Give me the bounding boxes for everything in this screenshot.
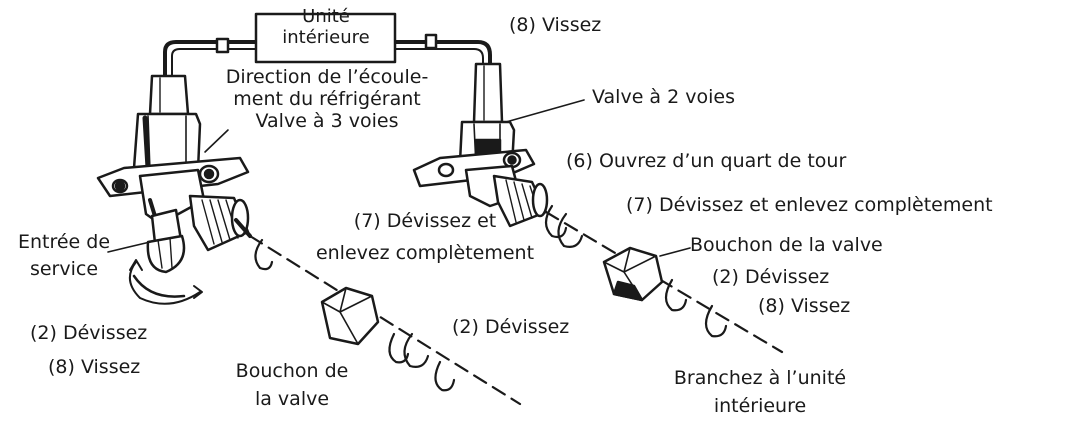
service-port-line-1: Entrée de <box>17 231 111 253</box>
unscrew-remove-left-label: (7) Dévissez et enlevez complètement <box>296 210 554 264</box>
connect-indoor-line-1: Branchez à l’unité <box>673 367 847 389</box>
open-quarter-turn-label: (6) Ouvrez d’un quart de tour <box>566 150 847 172</box>
two-way-valve-icon <box>412 62 549 228</box>
leader-line <box>204 129 229 153</box>
three-way-valve-icon <box>96 74 252 305</box>
service-port-line-2: service <box>29 258 99 280</box>
indoor-unit-line-2: intérieure <box>282 27 370 48</box>
unscrew-remove-left-line-1: (7) Dévissez et <box>353 210 497 232</box>
valve-cap-left-line-2: la valve <box>254 388 330 410</box>
indoor-unit-box <box>254 12 397 64</box>
unscrew-left-label: (2) Dévissez <box>30 322 148 344</box>
screw-top-label: (8) Vissez <box>509 14 602 36</box>
centerline-right <box>544 210 784 354</box>
flow-direction-line-2: ment du réfrigérant <box>233 88 421 110</box>
indoor-unit-line-1: Unité <box>302 6 350 27</box>
connect-indoor-line-2: intérieure <box>713 395 807 417</box>
indoor-unit-label: Unité intérieure <box>258 6 394 48</box>
connect-indoor-label: Branchez à l’unité intérieure <box>648 367 872 417</box>
flow-direction-line-1: Direction de l’écoule- <box>225 66 429 88</box>
unscrew-remove-left-line-2: enlevez complètement <box>315 242 535 264</box>
three-way-valve-label: Valve à 3 voies <box>255 110 399 132</box>
unscrew-middle-label: (2) Dévissez <box>452 316 570 338</box>
service-port-label: Entrée de service <box>6 231 122 280</box>
valve-cap-right-icon <box>602 246 664 302</box>
unscrew-remove-right-label: (7) Dévissez et enlevez complètement <box>626 194 993 216</box>
valve-cap-right-label: Bouchon de la valve <box>690 234 883 256</box>
refrigerant-pipes <box>163 33 492 78</box>
screw-left-label: (8) Vissez <box>48 356 141 378</box>
centerline-left <box>248 234 522 406</box>
two-way-valve-label: Valve à 2 voies <box>592 86 735 108</box>
valve-cap-left-label: Bouchon de la valve <box>222 360 362 410</box>
valve-cap-left-icon <box>320 286 380 346</box>
screw-right-label: (8) Vissez <box>758 295 851 317</box>
valve-cap-left-line-1: Bouchon de <box>235 360 349 382</box>
unscrew-right-label: (2) Dévissez <box>712 266 830 288</box>
rotation-arrow <box>254 238 274 271</box>
flow-direction-label: Direction de l’écoule- ment du réfrigéra… <box>196 66 458 132</box>
